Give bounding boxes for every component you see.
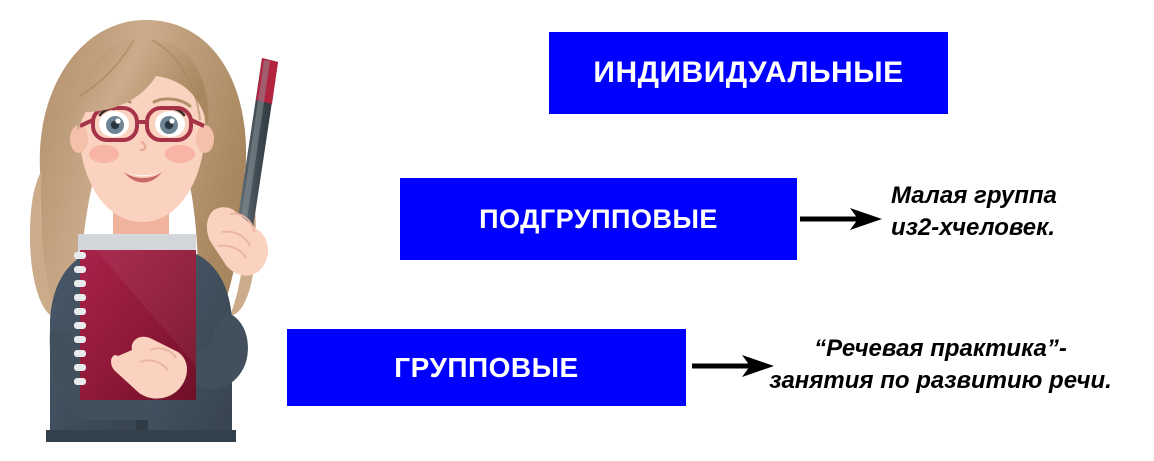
right-hand [206, 207, 269, 276]
box-individual[interactable]: ИНДИВИДУАЛЬНЫЕ [549, 32, 948, 114]
box-subgroup[interactable]: ПОДГРУППОВЫЕ [400, 178, 797, 260]
glasses-icon [79, 106, 205, 142]
hair-front [30, 38, 256, 318]
note-subgroup: Малая группа из2-хчеловек. [891, 182, 1057, 241]
box-group[interactable]: ГРУППОВЫЕ [287, 329, 686, 406]
arrow-right-icon-group [692, 353, 774, 379]
pointer-stick [234, 58, 278, 248]
note-group: “Речевая практика”- занятия по развитию … [769, 335, 1112, 394]
left-hand [111, 336, 187, 399]
arrow-right-icon-subgroup [800, 206, 882, 232]
teacher-illustration [0, 0, 310, 461]
